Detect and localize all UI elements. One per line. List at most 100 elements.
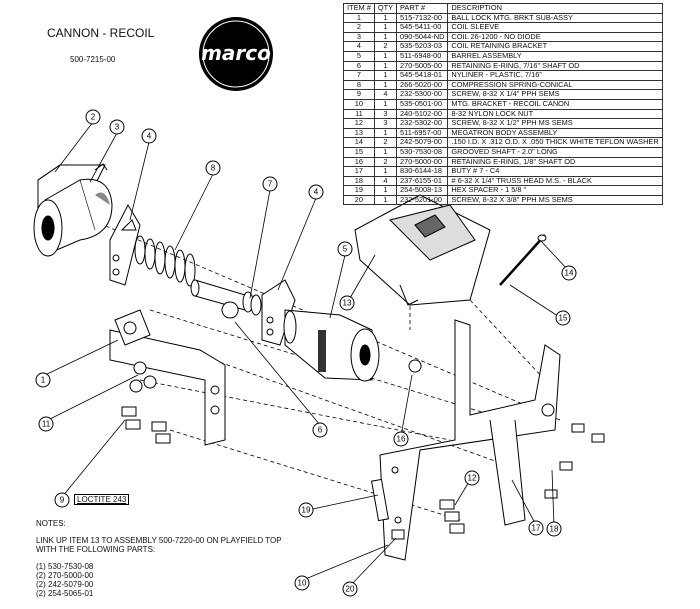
nyliner-part [242, 291, 262, 316]
cell-part-number: 232-5300-00 [396, 89, 449, 100]
ball-lock-bracket-part [109, 309, 226, 446]
svg-text:4: 4 [147, 132, 152, 141]
cell-part-number: 535-0501-00 [396, 98, 449, 110]
column-header-qty: QTY [373, 3, 398, 14]
svg-text:13: 13 [343, 299, 352, 308]
svg-text:16: 16 [397, 435, 406, 444]
callout-12: 12 [464, 470, 480, 486]
mounting-bracket-part [379, 319, 561, 561]
leader-lines [42, 121, 569, 587]
cell-description: SCREW, 8-32 X 3/8" PPH MS SEMS [447, 194, 663, 206]
svg-text:2: 2 [91, 113, 96, 122]
notes-text-line: LINK UP ITEM 13 TO ASSEMBLY 500-7220-00 … [36, 536, 282, 545]
svg-text:5: 5 [343, 245, 348, 254]
barrel-assembly-part [283, 309, 380, 382]
callout-13: 13 [339, 295, 355, 311]
svg-text:20: 20 [346, 585, 355, 594]
cell-part-number: 232-5302-00 [396, 118, 449, 129]
svg-text:10: 10 [298, 579, 307, 588]
cell-description: COIL SLEEVE [447, 22, 663, 33]
callout-4-left: 4 [141, 128, 157, 144]
cell-description: BARREL ASSEMBLY [447, 50, 663, 62]
cell-description: SCREW, 8-32 X 1/2" PPH MS SEMS [447, 118, 663, 129]
svg-text:15: 15 [559, 314, 568, 323]
screws-18-part [544, 423, 605, 499]
callout-18: 18 [546, 521, 562, 537]
svg-text:12: 12 [468, 474, 477, 483]
compression-spring-part [134, 235, 196, 287]
grooved-shaft-part [499, 234, 547, 286]
cell-description: HEX SPACER - 1 5/8 " [447, 185, 663, 196]
loctite-label: LOCTITE 243 [74, 494, 130, 505]
callout-4-right: 4 [308, 184, 324, 200]
callout-9: 9 [54, 492, 70, 508]
callout-15: 15 [555, 310, 571, 326]
cell-description: MTG. BRACKET - RECOIL CANON [447, 98, 663, 110]
screw-20-part [391, 529, 405, 540]
cell-qty: 1 [373, 146, 398, 158]
cell-part-number: 242-5079-00 [396, 137, 449, 148]
cell-item: 14 [343, 137, 375, 148]
notes-part-line: (1) 530-7530-08 [36, 562, 94, 571]
svg-text:9: 9 [60, 496, 65, 505]
callout-3: 3 [109, 119, 125, 135]
cell-qty: 1 [373, 70, 398, 81]
megatron-body-part [354, 194, 491, 306]
svg-text:1: 1 [41, 376, 46, 385]
svg-text:4: 4 [314, 188, 319, 197]
callout-7: 7 [262, 176, 278, 192]
cell-item: 20 [343, 194, 375, 206]
e-ring-16-part [408, 359, 422, 373]
page-title: CANNON - RECOIL [47, 26, 155, 40]
cell-part-number: 530-7530-08 [396, 146, 449, 158]
cell-qty: 3 [373, 118, 398, 129]
cell-part-number: 232-5201-00 [396, 194, 449, 206]
svg-text:6: 6 [318, 426, 323, 435]
cell-item: 2 [343, 22, 375, 33]
callout-11: 11 [38, 416, 54, 432]
svg-text:marco: marco [201, 41, 271, 65]
marco-logo: marco [199, 17, 273, 91]
screws-12-part [439, 499, 465, 534]
cell-description: BUTY # 7 - C4 [447, 166, 663, 177]
cell-part-number: 511-6948-00 [396, 50, 449, 62]
cell-qty: 1 [373, 166, 398, 177]
svg-text:3: 3 [115, 123, 120, 132]
cell-item: 5 [343, 50, 375, 62]
svg-text:8: 8 [211, 164, 216, 173]
callouts: 2 3 4 8 7 4 5 6 1 11 9 13 14 15 16 17 18… [35, 109, 577, 597]
cell-qty: 1 [373, 194, 398, 206]
callout-2: 2 [85, 109, 101, 125]
table-header-row: ITEM # QTY PART # DESCRIPTION [343, 3, 663, 14]
cell-qty: 1 [373, 185, 398, 196]
cell-description: .150 I.D. X .312 O.D. X .050 THICK WHITE… [447, 137, 663, 148]
notes-section: NOTES: LINK UP ITEM 13 TO ASSEMBLY 500-7… [36, 519, 282, 598]
callout-19: 19 [298, 502, 314, 518]
cell-item: 10 [343, 98, 375, 110]
callout-6: 6 [312, 422, 328, 438]
callout-1: 1 [35, 372, 51, 388]
svg-text:19: 19 [302, 506, 311, 515]
screws-9-part [121, 406, 171, 444]
callout-16: 16 [393, 431, 409, 447]
callout-17: 17 [528, 520, 544, 536]
svg-text:7: 7 [268, 180, 273, 189]
cell-part-number: 545-5411-00 [396, 22, 449, 33]
cell-qty: 4 [373, 89, 398, 100]
cell-item: 15 [343, 146, 375, 158]
lock-nuts-part [129, 361, 157, 393]
cell-item: 12 [343, 118, 375, 129]
callout-20: 20 [342, 581, 358, 597]
cell-qty: 2 [373, 137, 398, 148]
